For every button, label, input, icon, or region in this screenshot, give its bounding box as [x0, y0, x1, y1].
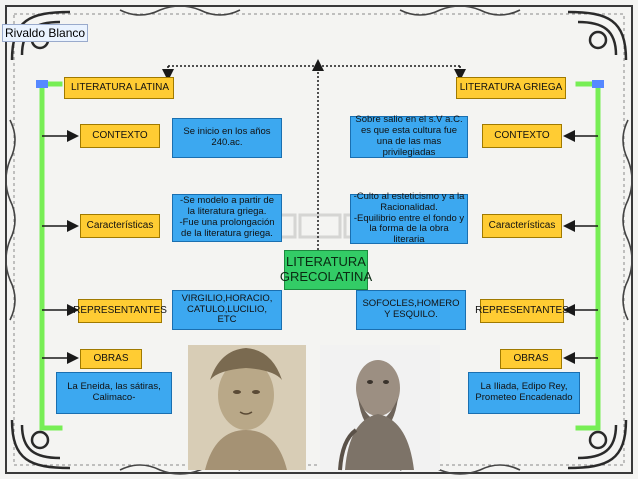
center-node-line2: GRECOLATINA	[279, 269, 373, 284]
latina-caracteristicas-text: -Se modelo a partir de la literatura gri…	[172, 194, 282, 242]
center-node: LITERATURA GRECOLATINA	[280, 250, 372, 290]
latina-caracteristicas-text-1: -Se modelo a partir de la literatura gri…	[180, 195, 274, 218]
portrait-right-icon	[320, 345, 440, 471]
latina-obras-label: OBRAS	[80, 349, 142, 369]
griega-contexto-text: Sobre salio en el s.V a.C. es que esta c…	[350, 114, 468, 158]
latina-obras-text: La Eneida, las sátiras, Calimaco-	[56, 372, 172, 414]
latina-contexto-label: CONTEXTO	[80, 124, 160, 148]
griega-caracteristicas-label: Características	[482, 214, 562, 238]
griega-obras-label: OBRAS	[500, 349, 562, 369]
griega-contexto-label: CONTEXTO	[482, 124, 562, 148]
latina-representantes-label: REPRESENTANTES	[73, 299, 167, 323]
griega-caracteristicas-text-1: -Culto al esteticismo y a la Racionalida…	[353, 190, 465, 213]
center-node-line1: LITERATURA	[286, 254, 366, 270]
latina-contexto-text: Se inicio en los años 240.ac.	[172, 118, 282, 158]
griega-title: LITERATURA GRIEGA	[456, 77, 566, 99]
latina-representantes-text: VIRGILIO,HORACIO, CATULO,LUCILIO, ETC	[172, 290, 282, 330]
griega-representantes-text: SOFOCLES,HOMERO Y ESQUILO.	[356, 290, 466, 330]
author-label: Rivaldo Blanco	[2, 24, 89, 42]
corner-ornament-icon	[10, 10, 628, 470]
griega-obras-text: La Iliada, Edipo Rey, Prometeo Encadenad…	[468, 372, 580, 414]
griega-caracteristicas-text: -Culto al esteticismo y a la Racionalida…	[350, 190, 468, 246]
griega-representantes-label: REPRESENTANTES	[475, 299, 569, 323]
griega-caracteristicas-text-2: -Equilibrio entre el fondo y la forma de…	[353, 212, 465, 246]
latina-caracteristicas-text-2: -Fue una prolongación de la literatura g…	[179, 217, 275, 239]
green-bracket-left	[39, 81, 63, 431]
latina-caracteristicas-label: Características	[80, 214, 160, 238]
portrait-left-icon	[188, 345, 306, 470]
green-bracket-right	[575, 81, 601, 431]
latina-title: LITERATURA LATINA	[64, 77, 174, 99]
connector-arrows	[42, 59, 598, 364]
